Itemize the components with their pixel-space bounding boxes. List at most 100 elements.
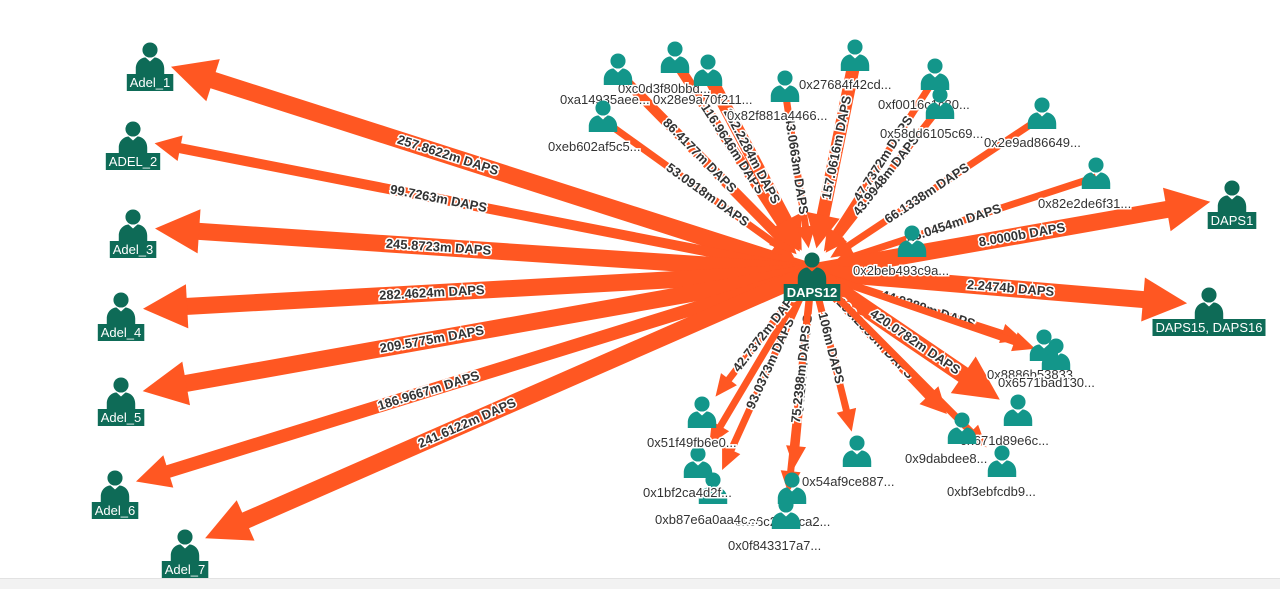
node-0x6571bad130[interactable]: 0x6571bad130... [997, 338, 1096, 392]
node-daps15-daps16[interactable]: DAPS15, DAPS16 [1152, 287, 1266, 336]
edge-amount-label: 241.6122m DAPS [416, 395, 519, 451]
node-0x2beb493c9a[interactable]: 0x2beb493c9a... [852, 225, 951, 280]
edge-amount-label: 282.4624m DAPS [379, 282, 485, 303]
edge-line[interactable] [670, 58, 791, 235]
edge-line[interactable] [810, 268, 1018, 346]
edge-line[interactable] [786, 271, 816, 474]
user-icon[interactable] [660, 41, 690, 73]
edge-line[interactable] [184, 263, 813, 315]
edge-line[interactable] [810, 200, 1171, 281]
node-0x82e2de6f31[interactable]: 0x82e2de6f31... [1037, 157, 1133, 213]
node-0x2e9ad86649[interactable]: 0x2e9ad86649... [983, 97, 1082, 152]
edge-line[interactable] [182, 263, 814, 393]
edge-line[interactable] [845, 114, 1044, 250]
node-label: 0x51f49fb6e0... [647, 435, 737, 450]
edge-line[interactable] [196, 222, 813, 281]
node-0x28e9a70f211[interactable]: 0x28e9a70f211... [652, 54, 754, 109]
node-0xf0016c1c80[interactable]: 0xf0016c1c80... [877, 58, 971, 114]
edge-line[interactable] [781, 89, 810, 229]
node-label-box [783, 284, 841, 301]
user-icon[interactable] [683, 446, 713, 478]
user-icon[interactable] [1027, 97, 1057, 129]
user-icon[interactable] [920, 58, 950, 90]
node-adel-1[interactable]: Adel_1 [126, 42, 174, 91]
node-0x27684f42cd[interactable]: 0x27684f42cd... [798, 39, 893, 94]
edge-daps12-to-adel-5[interactable]: 209.5775m DAPS [142, 263, 814, 406]
node-label-box [91, 502, 139, 519]
user-icon[interactable] [687, 396, 717, 428]
user-icon[interactable] [100, 470, 130, 502]
edge-line[interactable] [177, 142, 813, 277]
node-0xa14935aee[interactable]: 0xa14935aee... [559, 53, 651, 109]
node-adel-7[interactable]: Adel_7 [161, 529, 209, 578]
edge-daps12-to-adel-3[interactable]: 245.8723m DAPS [155, 209, 813, 281]
edge-line[interactable] [816, 57, 862, 219]
node-0xeb602af5c5[interactable]: 0xeb602af5c5... [547, 100, 642, 156]
node-adel-4[interactable]: Adel_4 [97, 292, 145, 341]
node-0x54af9ce887[interactable]: 0x54af9ce887... [801, 435, 896, 491]
node-0xb87e6a0aa4c[interactable]: 0xb87e6a0aa4c... [654, 472, 760, 529]
user-icon[interactable] [1194, 287, 1224, 319]
edge-amount-label: 209.5775m DAPS [379, 322, 486, 355]
user-icon[interactable] [987, 445, 1017, 477]
node-0xbf3ebfcdb9[interactable]: 0xbf3ebfcdb9... [946, 445, 1037, 501]
node-0x9dabdee8[interactable]: 0x9dabdee8... [904, 412, 989, 468]
edge-line[interactable] [164, 265, 814, 479]
user-icon[interactable] [118, 209, 148, 241]
user-icon[interactable] [170, 529, 200, 561]
edge-amount-label: 186.9667m DAPS [376, 367, 482, 413]
node-0x0f843317a7[interactable]: 0x0f843317a7... [727, 497, 823, 555]
edge-arrowhead [919, 386, 947, 414]
user-icon[interactable] [1003, 394, 1033, 426]
node-label: 0xa14935aee... [560, 92, 650, 107]
user-icon[interactable] [603, 53, 633, 85]
edge-line[interactable] [850, 173, 1098, 261]
edge-line[interactable] [600, 117, 780, 249]
horizontal-scrollbar[interactable] [0, 578, 1280, 589]
edge-daps12-to-daps15-daps16[interactable]: 2.2474b DAPS [811, 263, 1188, 322]
edge-arrowhead [825, 229, 847, 253]
edge-line[interactable] [614, 69, 784, 241]
user-icon[interactable] [135, 42, 165, 74]
edge-arrowhead [1163, 187, 1211, 232]
node-adel-2[interactable]: ADEL_2 [105, 121, 161, 170]
user-icon[interactable] [106, 377, 136, 409]
node-0x1bf2ca4d2f[interactable]: 0x1bf2ca4d2f... [642, 446, 733, 502]
edge-arrowhead [143, 284, 189, 329]
node-adel-5[interactable]: Adel_5 [97, 377, 145, 426]
user-icon[interactable] [840, 39, 870, 71]
edge-line[interactable] [727, 270, 816, 454]
edge-line[interactable] [240, 264, 816, 529]
user-icon[interactable] [770, 70, 800, 102]
node-0x51f49fb6e0[interactable]: 0x51f49fb6e0... [646, 396, 738, 452]
node-adel-3[interactable]: Adel_3 [109, 209, 157, 258]
user-icon[interactable] [106, 292, 136, 324]
user-icon[interactable] [693, 54, 723, 86]
node-0xc0d3f80bbd[interactable]: 0xc0d3f80bbd... [617, 41, 712, 98]
user-icon[interactable] [1217, 180, 1247, 212]
node-0x58dd6105c69[interactable]: 0x58dd6105c69... [879, 87, 985, 143]
edge-line[interactable] [835, 104, 943, 240]
edge-line[interactable] [811, 263, 1146, 309]
edge-line[interactable] [208, 71, 815, 281]
node-daps12[interactable]: DAPS12 [783, 252, 841, 301]
node-label: 0x6571bad130... [998, 375, 1095, 390]
node-label: 0x8886b53833... [987, 367, 1084, 382]
node-0x82f881a4466[interactable]: 0x82f881a4466... [726, 70, 829, 125]
node-0x671d89e6c[interactable]: 0x671d89e6c... [959, 394, 1050, 450]
edge-line[interactable] [702, 70, 793, 226]
edge-daps12-to-0x6571bad130[interactable] [810, 268, 1036, 352]
node-label-box [161, 561, 209, 578]
node-0x8886b53833[interactable]: 0x8886b53833... [986, 329, 1085, 384]
node-label-box [1152, 319, 1266, 336]
edge-line[interactable] [831, 76, 938, 237]
edge-daps12-to-adel-4[interactable]: 282.4624m DAPS [143, 263, 813, 329]
user-icon[interactable] [1081, 157, 1111, 189]
node-label: Adel_3 [113, 242, 153, 257]
node-daps1[interactable]: DAPS1 [1207, 180, 1257, 229]
user-icon[interactable] [118, 121, 148, 153]
node-adel-6[interactable]: Adel_6 [91, 470, 139, 519]
user-icon[interactable] [842, 435, 872, 467]
